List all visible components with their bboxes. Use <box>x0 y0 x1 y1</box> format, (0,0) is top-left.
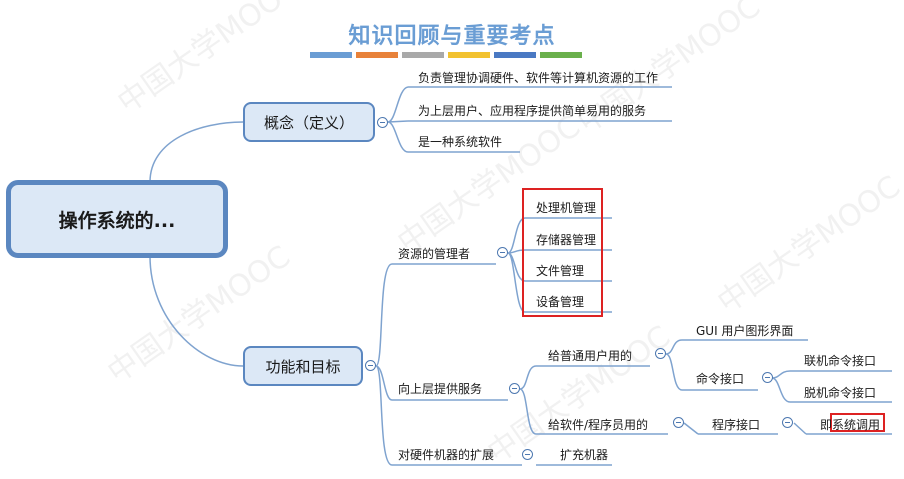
title-color-bar-6 <box>540 52 582 58</box>
title-color-bar-4 <box>448 52 490 58</box>
collapse-toggle-function[interactable] <box>365 360 376 371</box>
resource-item-memory: 存储器管理 <box>536 233 597 247</box>
concept-node[interactable]: 概念（定义） <box>243 102 375 142</box>
concept-item-3: 是一种系统软件 <box>418 135 503 149</box>
edge-function-children <box>375 263 393 466</box>
edge-root-concept <box>149 121 244 183</box>
program-interface-label: 程序接口 <box>712 418 761 432</box>
resource-item-cpu: 处理机管理 <box>536 201 597 215</box>
collapse-toggle-program-interface[interactable] <box>782 417 793 428</box>
gui-label: GUI 用户图形界面 <box>696 324 794 338</box>
edge-normal-children <box>665 339 683 391</box>
offline-command-label: 脱机命令接口 <box>804 386 877 400</box>
edge-root-function <box>149 255 244 367</box>
title-color-bar-1 <box>310 52 352 58</box>
highlight-box-resource-items <box>522 188 603 317</box>
collapse-toggle-command[interactable] <box>762 372 773 383</box>
root-node[interactable]: 操作系统的... <box>6 180 228 258</box>
online-command-label: 联机命令接口 <box>804 354 877 368</box>
collapse-toggle-normal-users[interactable] <box>655 348 666 359</box>
normal-users-label: 给普通用户用的 <box>548 349 633 363</box>
collapse-toggle-services[interactable] <box>509 383 520 394</box>
edge-command-children <box>771 370 791 403</box>
edge-concept-items <box>387 86 409 153</box>
collapse-toggle-extension[interactable] <box>522 449 533 460</box>
edge-resource-items <box>507 217 526 313</box>
programmers-label: 给软件/程序员用的 <box>548 418 649 432</box>
resource-item-file: 文件管理 <box>536 264 585 278</box>
collapse-toggle-programmers[interactable] <box>673 417 684 428</box>
collapse-toggle-resource[interactable] <box>497 247 508 258</box>
function-node[interactable]: 功能和目标 <box>243 346 363 386</box>
concept-item-1: 负责管理协调硬件、软件等计算机资源的工作 <box>418 71 659 85</box>
concept-item-2: 为上层用户、应用程序提供简单易用的服务 <box>418 104 647 118</box>
title-color-bar-2 <box>356 52 398 58</box>
resource-item-device: 设备管理 <box>536 295 585 309</box>
extension-label: 对硬件机器的扩展 <box>398 448 495 462</box>
collapse-toggle-concept[interactable] <box>377 117 388 128</box>
command-interface-label: 命令接口 <box>696 372 745 386</box>
resource-manager-label: 资源的管理者 <box>398 247 471 261</box>
system-call-label: 即系统调用 <box>820 418 881 432</box>
title-color-bar-5 <box>494 52 536 58</box>
title-color-bar-3 <box>402 52 444 58</box>
highlight-box-system-call <box>830 413 885 432</box>
edge-services-children <box>519 365 537 435</box>
extended-machine-label: 扩充机器 <box>560 448 609 462</box>
services-label: 向上层提供服务 <box>398 382 483 396</box>
page-title: 知识回顾与重要考点 <box>348 24 556 49</box>
